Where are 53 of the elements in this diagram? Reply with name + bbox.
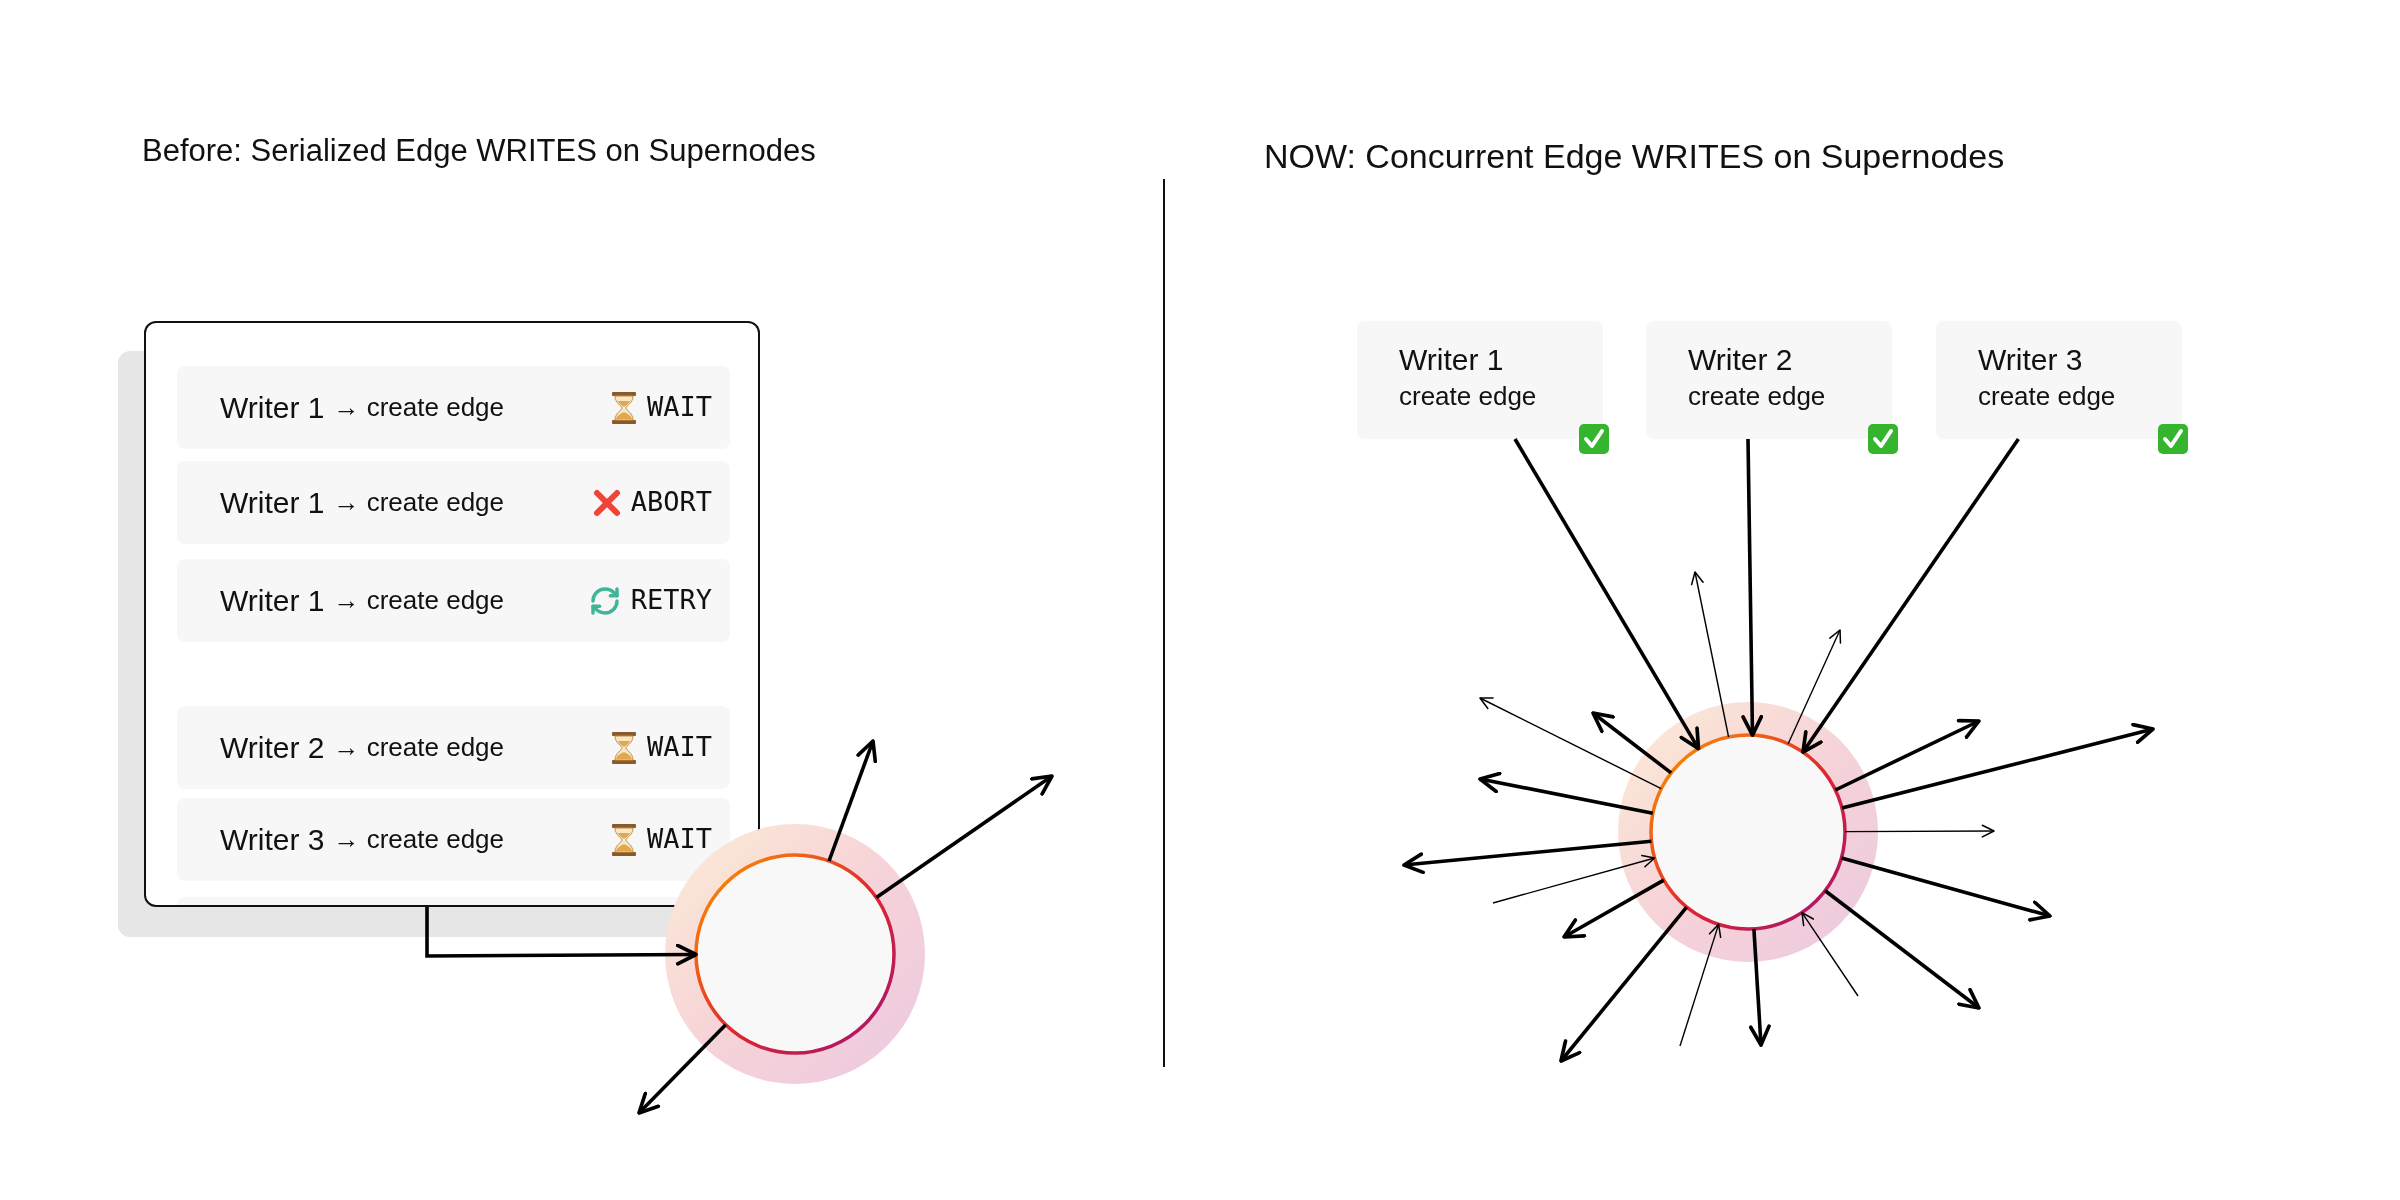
arrow (1748, 928, 1771, 1047)
status-text: WAIT (646, 730, 712, 765)
arrow (1801, 911, 1859, 997)
arrow (1690, 571, 1730, 738)
arrow (875, 774, 1054, 900)
arrow (1478, 771, 1654, 815)
action-text: → create edge (333, 391, 505, 424)
arrow (1787, 629, 1842, 745)
list-row (177, 366, 730, 449)
list-row (177, 798, 730, 881)
status-text: RETRY (630, 583, 712, 618)
action-text: → create edge (333, 584, 505, 617)
arrow (1479, 697, 1662, 790)
action-text: create edge (1978, 380, 2117, 413)
panel-title: NOW: Concurrent Edge WRITES on Supernodes (1264, 136, 2005, 177)
arrow (1559, 905, 1688, 1063)
arrow (425, 907, 698, 966)
arrow (637, 1023, 727, 1115)
writer-name: Writer 1 (220, 390, 325, 426)
supernode-circle (1618, 702, 1878, 962)
arrow (1801, 437, 2020, 754)
arrow (1741, 438, 1764, 737)
status-text: ABORT (630, 485, 712, 520)
panel-title: Before: Serialized Edge WRITES on Supernodes (142, 132, 816, 170)
list-row (177, 461, 730, 544)
arrow (1513, 438, 1701, 751)
writer-name: Writer 3 (1978, 342, 2084, 378)
arrow (1679, 923, 1722, 1047)
writer-name: Writer 1 (220, 583, 325, 619)
arrow (1844, 824, 1995, 838)
writer-name: Writer 3 (220, 822, 325, 858)
arrow (1562, 878, 1665, 939)
action-text: create edge (1399, 380, 1538, 413)
action-text: → create edge (333, 731, 505, 764)
arrow (1841, 722, 2155, 810)
list-row (177, 706, 730, 789)
arrow (1591, 711, 1673, 775)
action-text: → create edge (333, 486, 505, 519)
action-text: create edge (1688, 380, 1827, 413)
arrow (1824, 889, 1981, 1010)
writer-name: Writer 2 (1688, 342, 1794, 378)
arrow (1834, 718, 1981, 792)
action-text: → create edge (333, 823, 505, 856)
arrow (1402, 839, 1652, 875)
list-row (177, 559, 730, 642)
status-text: WAIT (646, 822, 712, 857)
arrow (1841, 856, 2052, 922)
arrow (1492, 854, 1656, 904)
writer-name: Writer 1 (220, 485, 325, 521)
arrow (827, 739, 878, 862)
writer-name: Writer 1 (1399, 342, 1505, 378)
status-text: WAIT (646, 390, 712, 425)
writer-name: Writer 2 (220, 730, 325, 766)
